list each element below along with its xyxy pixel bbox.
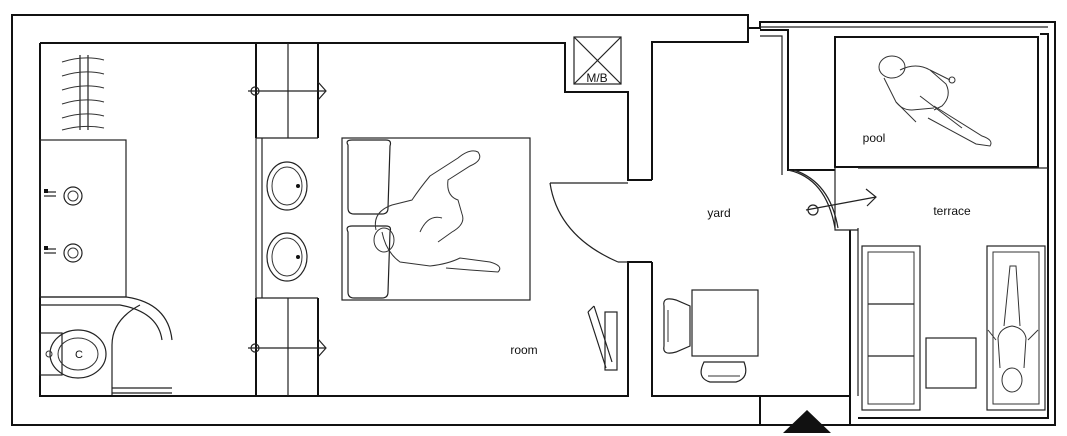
room-door <box>549 182 628 263</box>
yard-table <box>663 289 759 383</box>
meter-box <box>573 36 622 85</box>
wall-shelf <box>587 305 618 371</box>
terrace-loungers <box>861 245 1046 411</box>
terrace-door <box>787 169 877 229</box>
toilet-label: C <box>75 349 83 361</box>
room-partitions <box>248 43 327 396</box>
room-label: room <box>510 343 537 357</box>
yard-label: yard <box>707 206 730 220</box>
bathroom <box>39 139 173 395</box>
pool-swimmer <box>878 55 992 147</box>
bed <box>341 137 531 301</box>
pool-area <box>834 36 1048 231</box>
pool-label: pool <box>863 131 886 145</box>
meter-box-label: M/B <box>586 71 607 85</box>
wardrobe-hangers <box>61 55 105 131</box>
room-basins <box>266 161 308 282</box>
entrance-marker <box>783 410 831 433</box>
terrace-label: terrace <box>933 204 971 218</box>
